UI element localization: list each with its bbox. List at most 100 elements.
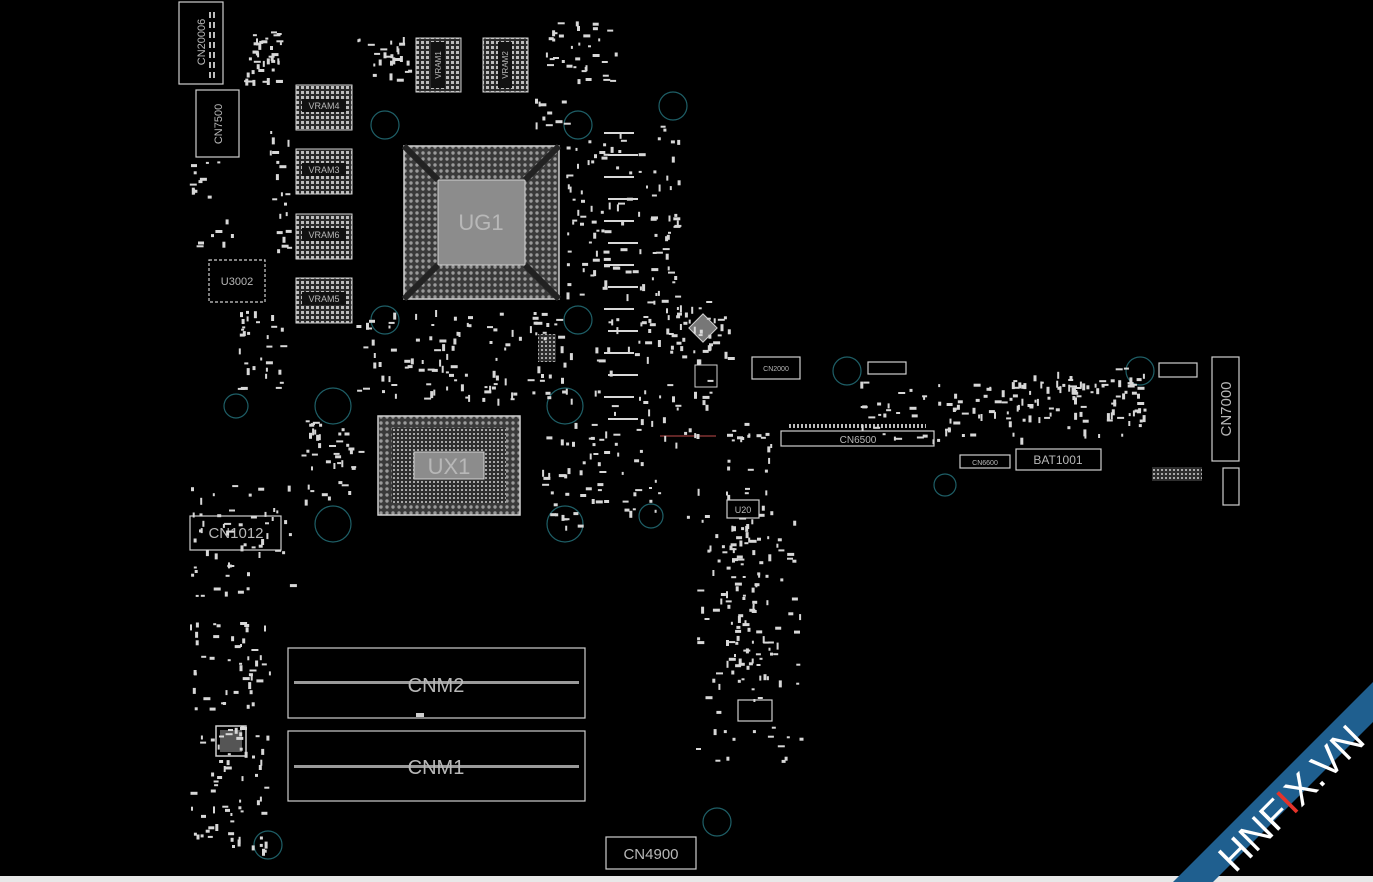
smd-pad [261,663,267,666]
memory-slot-cnm1[interactable]: CNM1 [287,730,586,802]
smd-pad [404,70,409,73]
smd-pad [250,673,253,681]
connector-cn1012[interactable]: CN1012 [189,515,282,551]
smd-pad [742,594,746,597]
smd-pad [608,286,638,288]
connector-cn4900[interactable]: CN4900 [605,836,697,870]
smd-pad [799,614,802,621]
vram-chip-2[interactable]: VRAM2 [482,37,529,93]
smd-pad [240,810,244,813]
smd-pad [609,370,613,377]
smd-pad [748,537,751,543]
smd-pad [407,365,413,369]
smd-pad [233,690,239,694]
smd-pad [1069,376,1073,379]
smd-pad [736,536,743,540]
smd-pad [548,472,551,478]
smd-pad [747,434,751,438]
smd-pad [668,333,674,335]
smd-pad [395,58,400,61]
smd-pad [418,368,425,372]
smd-pad [1048,407,1054,410]
smd-pad [599,438,605,441]
smd-pad [271,68,275,72]
vram-chip-6[interactable]: VRAM6 [295,213,353,260]
smd-pad [591,220,597,224]
smd-pad [505,343,511,347]
smd-pad [677,312,682,316]
chip-u3002[interactable]: U3002 [208,259,266,303]
connector-cn7000[interactable]: CN7000 [1211,356,1240,462]
smd-pad [702,395,710,399]
smd-pad [727,357,735,360]
smd-pad [616,204,619,212]
smd-pad [1049,412,1052,417]
smd-pad [731,576,737,579]
smd-pad [598,38,601,42]
smd-pad [584,66,587,70]
battery-connector-bat1001[interactable]: BAT1001 [1015,448,1102,471]
smd-pad [265,367,268,372]
smd-pad [608,198,638,200]
smd-pad [258,69,265,72]
smd-pad [230,813,233,816]
smd-pad [877,402,882,406]
vram3-label: VRAM3 [308,165,339,175]
smd-pad [256,321,260,324]
smd-pad [722,551,728,554]
smd-pad [211,234,214,238]
connector-cn6500[interactable]: CN6500 [780,424,935,447]
smd-pad [222,241,226,248]
smd-pad [190,791,198,795]
smd-pad [239,665,243,672]
smd-pad [738,658,742,666]
smd-pad [632,270,639,274]
smd-pad [554,323,558,326]
smd-pad [747,468,754,471]
connector-cn20006[interactable]: CN20006 [178,1,224,85]
smd-pad [545,124,553,127]
smd-pad [672,281,676,284]
smd-pad [675,295,682,298]
vram-chip-5[interactable]: VRAM5 [295,277,353,324]
smd-pad [565,525,568,531]
chip-u20[interactable]: U20 [726,499,760,519]
memory-slot-cnm2[interactable]: CNM2 [287,647,586,719]
smd-pad [758,513,765,517]
gpu-chip-ug1[interactable]: UG1 [401,143,562,302]
smd-pad [287,485,291,492]
smd-pad [277,249,281,254]
smd-pad [358,38,361,42]
smd-pad [240,622,248,625]
smd-pad [251,546,256,549]
connector-cn6600[interactable]: CN6600 [959,454,1011,469]
smd-pad [605,431,608,439]
smd-pad [717,334,722,337]
vram-chip-3[interactable]: VRAM3 [295,148,353,195]
smd-pad [442,344,446,352]
smd-pad [754,583,760,587]
smd-pad [200,735,203,740]
vram-chip-1[interactable]: VRAM1 [415,37,462,93]
smd-pad [610,79,617,82]
smd-pad [316,434,320,441]
vram-chip-4[interactable]: VRAM4 [295,84,353,131]
smd-pad [489,341,493,344]
connector-cn7500[interactable]: CN7500 [195,89,240,158]
smd-pad [781,759,786,763]
connector-cn2000[interactable]: CN2000 [751,356,801,380]
smd-pad [760,436,766,439]
cpu-chip-ux1[interactable]: UX1 [377,415,521,516]
smd-pad [216,624,221,628]
smd-pad [388,376,391,383]
smd-pad [213,635,220,639]
smd-pad [385,55,393,58]
smd-pad [338,481,343,485]
smd-pad [629,510,633,518]
smd-pad [667,315,670,321]
smd-pad [465,396,470,399]
smd-pad [232,485,239,488]
smd-pad [751,640,754,644]
smd-pad [751,587,755,593]
smd-pad [246,368,250,376]
